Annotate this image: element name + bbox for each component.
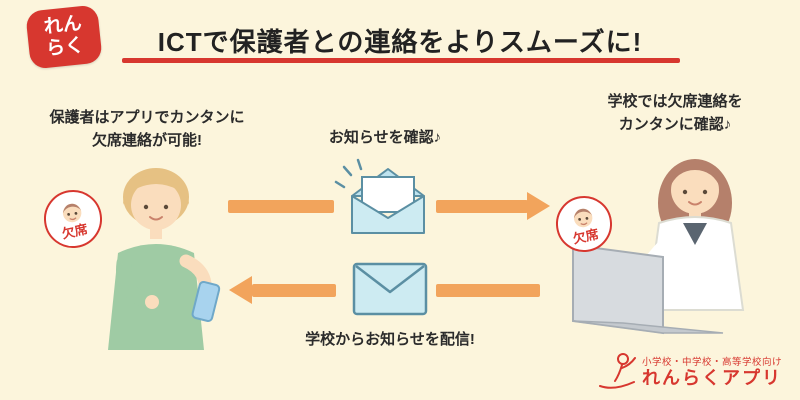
- arrow-left-head-icon: [229, 276, 252, 304]
- absence-badge: 欠席: [40, 186, 106, 252]
- closed-envelope-icon: [352, 262, 428, 316]
- renraku-app-logo: 小学校・中学校・高等学校向け れんらくアプリ: [596, 350, 782, 392]
- page-title: ICTで保護者との連絡をよりスムーズに!: [157, 27, 643, 57]
- child-face-icon: [573, 208, 593, 228]
- send-notice-caption: 学校からお知らせを配信!: [305, 331, 475, 348]
- arrow-right-segment-right: [436, 200, 528, 213]
- parent-illustration: [108, 168, 221, 350]
- school-caption: 学校では欠席連絡を カンタンに確認♪: [607, 93, 743, 134]
- arrow-left-segment-right: [436, 284, 540, 297]
- absence-badge-label: 欠席: [571, 226, 601, 247]
- footer-app-name: れんらくアプリ: [641, 367, 782, 388]
- mascot-icon: [598, 353, 636, 389]
- arrow-right-segment-left: [228, 200, 334, 213]
- teacher-illustration: [572, 159, 745, 335]
- title-underline: [122, 58, 680, 63]
- open-envelope-icon: [334, 158, 425, 234]
- footer-audience-label: 小学校・中学校・高等学校向け: [641, 356, 782, 368]
- arrow-right-head-icon: [527, 192, 550, 220]
- parent-caption: 保護者はアプリでカンタンに 欠席連絡が可能!: [49, 109, 245, 150]
- check-notice-caption: お知らせを確認♪: [328, 129, 442, 146]
- absence-badge: 欠席: [552, 192, 616, 256]
- arrow-left-segment-left: [252, 284, 336, 297]
- absence-badge-label: 欠席: [60, 221, 90, 242]
- child-face-icon: [62, 203, 82, 223]
- footer-text-block: 小学校・中学校・高等学校向け れんらくアプリ: [642, 354, 782, 389]
